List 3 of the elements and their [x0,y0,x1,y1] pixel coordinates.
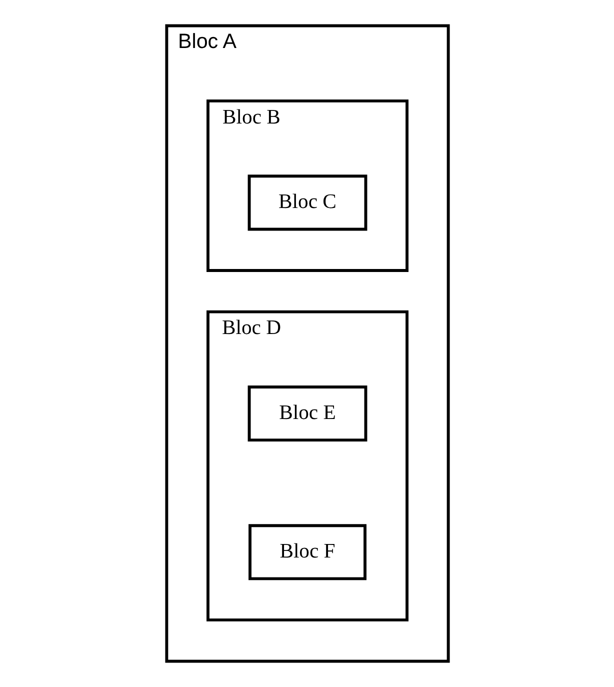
node-box: Bloc E [247,386,367,442]
node-box: Bloc C [247,174,367,231]
node-box: Bloc F [248,524,366,580]
